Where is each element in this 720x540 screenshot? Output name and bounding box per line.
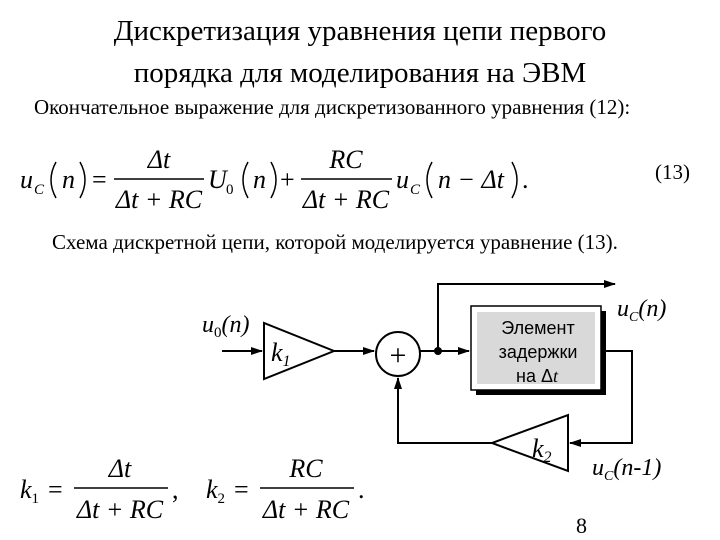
slide-title-line1: Дискретизация уравнения цепи первого xyxy=(113,15,607,47)
eq-u0: U xyxy=(208,165,229,194)
eq-uc: u xyxy=(396,165,409,194)
eq-paren3-close xyxy=(511,161,518,199)
eq-paren3-open xyxy=(426,161,433,199)
feedback-label: uC(n-1) xyxy=(592,455,661,484)
eq-u0-sub: 0 xyxy=(226,182,234,198)
eq-paren-close xyxy=(79,161,86,199)
k2-end: . xyxy=(358,475,365,504)
k1-den: Δt + RC xyxy=(76,495,164,524)
coefficients: k1 = Δt Δt + RC , k2 = RC Δt + RC . xyxy=(20,454,365,524)
summator xyxy=(375,331,421,377)
eq-plus: + xyxy=(280,165,295,194)
eq-end: . xyxy=(522,165,529,194)
output-arrow xyxy=(437,280,616,351)
k1-comma: , xyxy=(172,475,179,504)
subtitle: Окончательное выражение для дискретизова… xyxy=(34,95,631,119)
k1-equals: = xyxy=(48,475,63,504)
eq-equals: = xyxy=(92,165,107,194)
eq-frac2-den: Δt + RC xyxy=(302,185,390,214)
k2-num: RC xyxy=(288,454,323,483)
amplifier-k2 xyxy=(489,413,569,473)
input-label: u0(n) xyxy=(202,312,249,341)
equation-number: (13) xyxy=(655,160,690,184)
eq-frac1-num: Δt xyxy=(147,145,171,174)
k1-num: Δt xyxy=(108,454,132,483)
eq-frac1-den: Δt + RC xyxy=(115,185,203,214)
slide-title-line2: порядка для моделирования на ЭВМ xyxy=(133,57,587,89)
summator-plus: + xyxy=(390,339,407,372)
eq-lhs-u: u xyxy=(20,165,33,194)
k2-equals: = xyxy=(234,475,249,504)
eq-lhs-sub: C xyxy=(34,182,45,198)
amp2-label: k2 xyxy=(532,434,552,466)
eq-uc-sub: C xyxy=(410,182,421,198)
k2-den: Δt + RC xyxy=(262,495,350,524)
schema-caption: Схема дискретной цепи, которой моделируе… xyxy=(52,230,618,254)
delay-line3: на Δt xyxy=(516,366,559,386)
eq-paren2-close xyxy=(270,161,277,199)
eq-frac2-num: RC xyxy=(328,145,363,174)
k2-symbol: k2 xyxy=(206,475,225,507)
output-label: uC(n) xyxy=(617,296,666,325)
amp1-label: k1 xyxy=(271,338,291,370)
eq-paren-open xyxy=(50,161,57,199)
k2-to-sum-arrow xyxy=(394,377,492,444)
feedback-arrow xyxy=(569,350,633,447)
page-number: 8 xyxy=(576,513,587,538)
amplifier-k1 xyxy=(263,321,337,381)
block-diagram: u0(n) k1 + uC(n) Элемент задержки на Δt … xyxy=(202,280,666,484)
delay-line2: задержки xyxy=(499,342,578,362)
equation-13: u C n = Δt Δt + RC U 0 n + RC Δt + RC u … xyxy=(20,145,529,214)
delay-element-fill xyxy=(477,312,595,384)
eq-arg-n: n xyxy=(62,165,75,194)
eq-paren2-open xyxy=(242,161,249,199)
eq-arg2: n − Δt xyxy=(438,165,505,194)
delay-line1: Элемент xyxy=(501,318,574,338)
eq-u0-arg: n xyxy=(253,165,266,194)
k1-symbol: k1 xyxy=(20,475,39,507)
